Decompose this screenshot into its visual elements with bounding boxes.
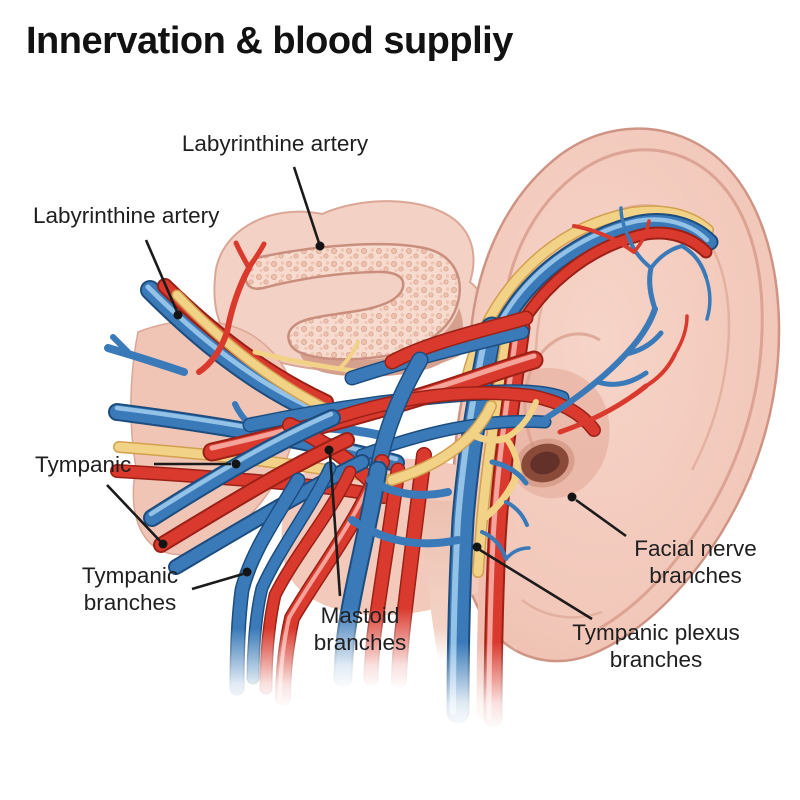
vessel-network [108,208,710,730]
label-mastoid-branches: Mastoid branches [313,603,407,655]
leader-dot [315,241,325,251]
vein-branch [623,330,664,357]
label-tympanic-branches: Tympanic branches [81,563,179,615]
leader-lines [106,166,627,621]
lobe-crease [521,599,603,619]
leader-dot [567,492,577,502]
artery-branch [644,352,677,388]
spongy-bone-band [244,242,461,361]
leader-dot [158,539,168,549]
vein-branch [680,244,708,279]
vein-branch [595,370,649,387]
vein-branch [649,244,684,270]
vein-branch [647,265,658,312]
ear-surface-branches [480,206,712,561]
ear-canal-dark [530,451,560,475]
label-tympanic-plexus-branches: Tympanic plexus branches [572,620,740,672]
artery-branch [673,314,689,356]
artery-branch [632,219,651,254]
leader-dot [242,567,252,577]
vein-branch [704,275,712,321]
artery-branch [572,224,636,254]
helix-ridge [500,148,764,630]
leader-line-labyrinthine-left [144,239,180,315]
leader-line-facial-nerve [575,498,627,538]
figure-title: Innervation & blood suppliy [26,20,513,62]
vessel-fade [222,628,302,708]
vein-branch [537,306,658,425]
vein-branch [504,500,529,527]
leader-dot [173,310,183,320]
leader-line-mastoid-branches [328,453,342,597]
vessel-fade [328,608,416,690]
vein-branch [627,236,653,270]
label-facial-nerve-branches: Facial nerve branches [634,536,757,588]
leader-line-tympanic-branches [191,572,244,591]
leader-line-labyrinthine-top [292,166,322,247]
artery-branch [557,383,649,435]
leader-dot [324,445,334,455]
leader-dot [231,459,241,469]
label-labyrinthine-artery-top: Labyrinthine artery [181,131,369,156]
leader-dot [472,542,482,552]
label-tympanic: Tympanic [35,452,132,477]
leader-line-tympanic-plexus [479,548,593,621]
vein-branch [489,459,529,486]
label-labyrinthine-artery-left: Labyrinthine artery [33,203,220,228]
vein-branch [619,206,631,240]
vein-branch [504,546,531,561]
vessel-fade [443,642,517,730]
leader-line-tympanic-2 [106,484,161,542]
temporal-bone [213,200,488,377]
vein-branch [480,530,508,561]
